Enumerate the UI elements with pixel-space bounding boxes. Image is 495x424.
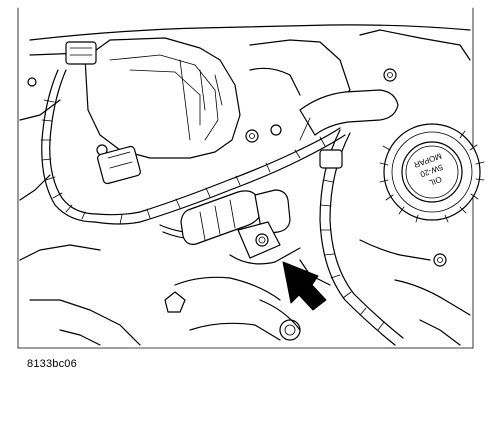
mounting-boss: [164, 247, 301, 341]
cap-label-line1: OIL: [427, 174, 443, 187]
filler-cap-text: OIL 5W-20 MOPAR: [412, 151, 444, 187]
engine-block-component: [65, 37, 241, 159]
figure-id-label: 8133bc06: [27, 358, 77, 370]
oil-filler-cap: OIL 5W-20 MOPAR: [379, 123, 485, 223]
sensor-assembly: [180, 189, 291, 259]
wiring-harness-main: [94, 127, 346, 225]
coolant-hose: [299, 89, 399, 141]
wiring-harness-left: [40, 69, 98, 223]
fasteners: [27, 68, 447, 267]
harness-connector: [97, 145, 343, 185]
wiring-harness-right: [319, 129, 404, 346]
callout-arrow: [282, 261, 327, 311]
filler-cap-ridges: [379, 130, 485, 223]
